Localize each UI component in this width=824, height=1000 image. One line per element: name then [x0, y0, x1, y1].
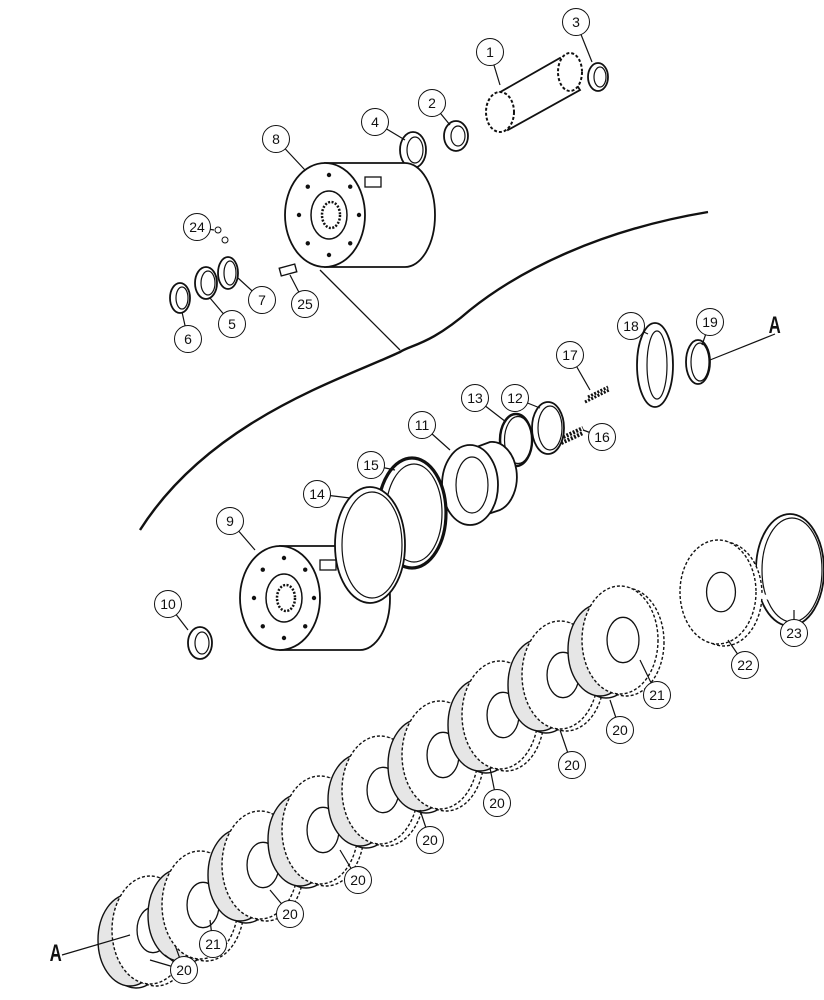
piston-housing-9: [260, 567, 265, 572]
callout-19: 19: [696, 308, 724, 336]
callout-11: 11: [408, 411, 436, 439]
callout-2: 2: [418, 89, 446, 117]
washer-3: [593, 66, 607, 88]
piston-housing-9: [281, 635, 287, 641]
bushing-10: [194, 631, 210, 655]
shaft: [557, 52, 583, 92]
callout-14: 14: [303, 480, 331, 508]
callout-24: 24: [183, 213, 211, 241]
fitting-24: [221, 236, 229, 244]
callout-22: 22: [731, 651, 759, 679]
divider-leader: [319, 269, 401, 351]
bearing-2: [450, 125, 466, 147]
snap-ring-19: [690, 342, 710, 382]
callout-12: 12: [501, 384, 529, 412]
callout-20: 20: [483, 789, 511, 817]
washer-7: [223, 260, 237, 286]
callout-20: 20: [558, 751, 586, 779]
piston-housing-8: [305, 241, 310, 246]
piston-housing-9: [260, 624, 265, 629]
washer-6: [175, 286, 189, 310]
piston-housing-9: [281, 555, 287, 561]
callout-20: 20: [344, 866, 372, 894]
callout-20: 20: [416, 826, 444, 854]
piston-housing-8: [348, 184, 353, 189]
seal-13: [503, 415, 533, 465]
callout-18: 18: [617, 312, 645, 340]
piston-housing-8: [320, 200, 342, 230]
callout-1: 1: [476, 38, 504, 66]
callout-20: 20: [276, 900, 304, 928]
plug-25: [278, 263, 298, 277]
piston-housing-8: [296, 212, 302, 218]
bearing-5: [200, 270, 216, 296]
seal-14: [341, 491, 403, 599]
callout-21: 21: [643, 681, 671, 709]
pressure-plate-22: [705, 571, 737, 613]
piston-housing-8: [348, 241, 353, 246]
callout-5: 5: [218, 310, 246, 338]
callout-25: 25: [291, 290, 319, 318]
piston-housing-8: [305, 184, 310, 189]
piston-housing-9: [319, 559, 337, 571]
callout-16: 16: [588, 423, 616, 451]
snap-ring-23: [761, 517, 823, 623]
callout-4: 4: [361, 108, 389, 136]
callout-20: 20: [170, 956, 198, 984]
piston-housing-8: [356, 212, 362, 218]
seal-12: [537, 405, 563, 451]
callout-6: 6: [174, 325, 202, 353]
piston-housing-9: [311, 595, 317, 601]
callout-7: 7: [248, 286, 276, 314]
seal-4: [406, 136, 424, 164]
shaft: [485, 91, 515, 133]
fitting-24: [214, 226, 222, 234]
callout-8: 8: [262, 125, 290, 153]
gap: [759, 593, 791, 607]
spring-17: [584, 385, 610, 404]
callout-3: 3: [562, 8, 590, 36]
steel-plate: [606, 616, 640, 664]
piston-11: [455, 456, 489, 514]
callout-21: 21: [199, 930, 227, 958]
divider-curve: [138, 210, 709, 531]
reference-label-a-bottom: A: [49, 940, 62, 967]
piston-housing-8: [364, 176, 382, 188]
piston-housing-9: [303, 567, 308, 572]
reference-label-a-top: A: [768, 312, 781, 339]
piston-housing-9: [303, 624, 308, 629]
callout-10: 10: [154, 590, 182, 618]
spring-retainer-18: [646, 330, 668, 400]
callout-20: 20: [606, 716, 634, 744]
piston-housing-9: [251, 595, 257, 601]
callout-23: 23: [780, 619, 808, 647]
piston-housing-8: [326, 172, 332, 178]
piston-housing-9: [275, 583, 297, 613]
leader: [709, 333, 776, 361]
callout-15: 15: [357, 451, 385, 479]
callout-13: 13: [461, 384, 489, 412]
callout-9: 9: [216, 507, 244, 535]
piston-housing-8: [326, 252, 332, 258]
callout-17: 17: [556, 341, 584, 369]
leader: [61, 934, 131, 956]
